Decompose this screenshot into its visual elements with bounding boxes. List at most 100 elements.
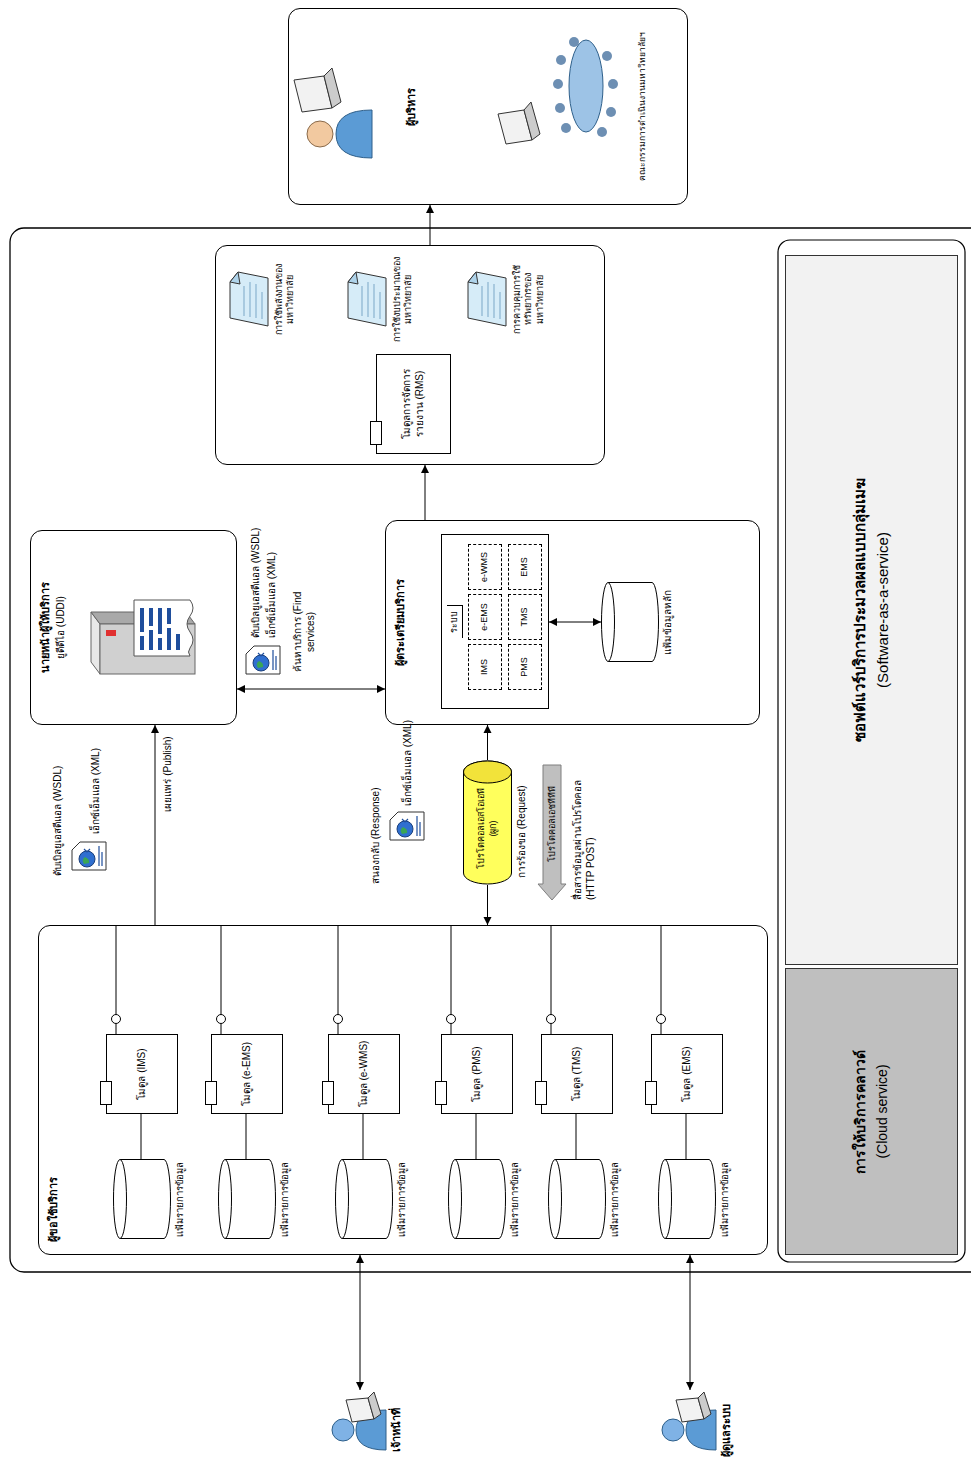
cylinder-cap [464,761,512,783]
laptop-base [368,1392,381,1419]
document-sheet [468,272,506,326]
document-lines [362,282,380,319]
attendee [555,103,565,113]
connector [356,1255,364,1390]
xml-globe-land [401,827,407,834]
node-text: ยูดีดีไอ (UDDI) [55,543,68,712]
database-cylinder [658,1159,717,1239]
interface-stem [451,1024,452,1035]
connector [686,1255,694,1390]
interface-stem [221,1024,222,1035]
connector-line [363,1114,364,1159]
document-icon [466,250,508,348]
xml-lines [402,816,420,836]
node-text: โปรโตคอลเอชทีทีพี [538,765,566,882]
document-lines [244,282,262,319]
soap-protocol-pipe: โปรโตคอลเอสโอเอพี (ผูก) [463,760,512,885]
cylinder-body [608,583,659,662]
cylinder-top [114,1160,127,1239]
interface-stem [338,1024,339,1035]
interface-circle [217,1015,226,1024]
uddi-listing [134,600,193,656]
database-cylinder-node: แฟ้มข้อมูลหลัก [601,582,675,662]
annotation-label: การร้องขอ (Request) [516,738,529,878]
container-box: โมดูลการจัดการรายงาน (RMS)การใช้พลังงานข… [215,245,605,465]
database-cylinder [113,1159,172,1239]
http-block-arrow: โปรโตคอลเอชทีทีพี [538,765,566,900]
arrow-head [237,685,245,693]
report-document: การควบคุมการใช้ทรัพยากรของมหาวิทยาลัย [466,250,546,348]
connector-line [141,1114,142,1159]
subsystem-box: e-WMS [468,544,502,590]
interface-wire [338,925,339,1015]
component-tab [435,1081,447,1105]
xml-sheet [390,812,424,840]
cylinder-body [342,1160,393,1239]
report-document: การใช้พลังงานของมหาวิทยาลัย [228,250,308,348]
annotation-label: ดับเบิลยูเอสดีแอล (WSDL) [250,520,263,638]
database-cylinder-node: แฟ้มรายการข้อมูล [335,1159,409,1239]
database-cylinder [448,1159,507,1239]
user-icon [332,1392,386,1450]
cylinder-top [449,1160,462,1239]
arrow-head [686,1255,694,1263]
database-cylinder [218,1159,277,1239]
cylinder-top [219,1160,232,1239]
interface-circle [657,1015,666,1024]
service-layer-band: ซอฟต์แวร์บริการประมวลผลแบบกลุ่มเมฆ(Softw… [785,255,958,965]
connector [576,1114,577,1159]
arrow-head [356,1382,364,1390]
connector-line [246,1114,247,1159]
xml-globe-land [257,661,263,668]
cylinder-body [120,1160,171,1239]
interface-wire [551,925,552,1015]
connector [421,465,429,520]
container-box: ผู้ขอใช้บริการโมดูล (IMS)โมดูล (e-EMS)โม… [38,925,768,1255]
annotation-label: ดับเบิลยูเอสดีแอล (WSDL) [52,726,65,876]
node-text: e-WMS [479,552,490,582]
node-text: แฟ้มรายการข้อมูล [174,1159,186,1239]
listing-bar [167,628,171,650]
module-component: โมดูล (PMS) [441,1034,513,1114]
annotation-label: สื่อสารข้อมูลผ่านโปรโตคอล (HTTP POST) [572,760,597,900]
listing-bar [158,608,162,634]
node-text: แฟ้มรายการข้อมูล [719,1159,731,1239]
arrow-head [593,618,601,626]
interface-stem [116,1024,117,1035]
node-text: แฟ้มรายการข้อมูล [396,1159,408,1239]
connector [476,1114,477,1159]
node-text: แฟ้มรายการข้อมูล [279,1159,291,1239]
component-tab [322,1081,334,1105]
laptop-base [698,1392,711,1419]
interface-circle [447,1015,456,1024]
arrow-head [549,618,557,626]
xml-sheet [246,646,280,674]
executive-body [336,110,372,158]
user-head [332,1419,354,1441]
interface-circle [112,1015,121,1024]
document-fold [230,272,240,284]
connector-line [690,1255,691,1390]
node-text: แฟ้มข้อมูลหลัก [662,582,675,662]
attendee [597,127,607,137]
cylinder-body [665,1160,716,1239]
document-sheet [230,272,268,326]
database-cylinder-node: แฟ้มรายการข้อมูล [113,1159,187,1239]
xml-globe [253,655,269,671]
cylinder-top [602,583,615,662]
cylinder-top [659,1160,672,1239]
node-text: โปรโตคอลเอสโอเอพี (ผูก) [476,786,499,871]
xml-document-icon [390,812,424,840]
interface-circle [334,1015,343,1024]
node-text: การใช้พลังงานของมหาวิทยาลัย [274,250,297,348]
module-component: โมดูล (e-WMS) [328,1034,400,1114]
user-icon [662,1392,716,1450]
database-cylinder-node: แฟ้มรายการข้อมูล [658,1159,732,1239]
container-box: ผู้ตระเตรียมบริการระบบIMSe-EMSe-WMSPMSTM… [385,520,760,725]
xml-globe [397,821,413,837]
outer-system-frame [10,228,971,1272]
node-text: IMS [479,659,490,675]
attendee [602,51,612,61]
document-icon [346,250,388,348]
connector [141,1114,142,1159]
